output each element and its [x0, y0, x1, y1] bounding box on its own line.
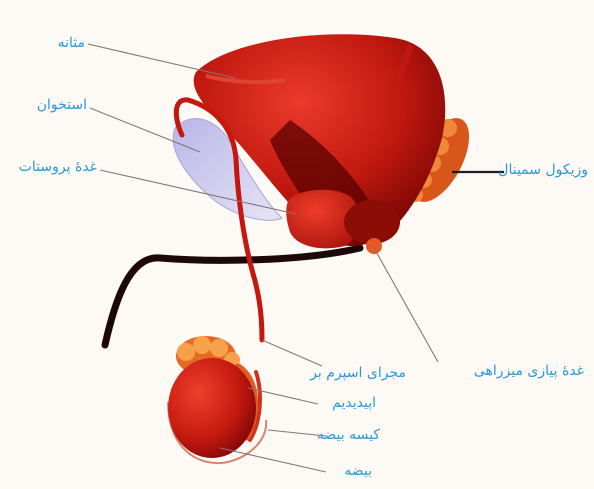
label-bone: استخوان [37, 98, 87, 112]
label-vas-deferens: مجرای اسپرم بر [310, 366, 406, 380]
prostate-gland-right [344, 200, 400, 244]
testis [168, 358, 256, 458]
label-prostate: غدۀ پروستات [19, 160, 97, 174]
penis-shaft [105, 248, 360, 345]
label-testis: بیضه [344, 464, 372, 478]
leader-vas-deferens [262, 340, 322, 366]
leader-bulbourethral [374, 248, 438, 362]
label-epididymis: اپیدیدیم [332, 396, 376, 410]
label-seminal-vesicle: وزیکول سمینال [498, 163, 588, 177]
label-bladder: مثانه [58, 36, 85, 50]
label-bulbourethral: غدۀ پیازی میزراهی [474, 364, 584, 378]
bulbourethral-gland [366, 238, 382, 254]
label-scrotum: کیسه بیضه [317, 428, 380, 442]
